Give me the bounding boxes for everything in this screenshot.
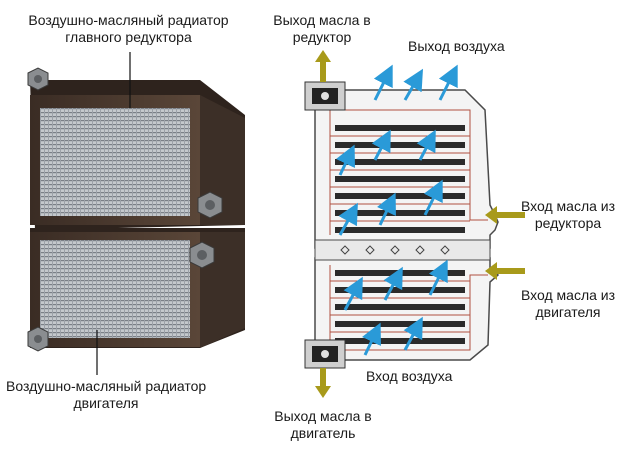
bolt-icon [189,241,215,269]
bolt-icon [197,191,223,219]
arrow-down-icon [315,368,331,398]
lower-core [40,240,190,338]
label-air-in: Вход воздуха [366,368,453,384]
upper-core [40,108,190,216]
arrow-up-icon [315,50,331,82]
bolt-icon [27,67,49,91]
label-oil-out-engine: Выход масла в двигатель [274,408,372,441]
valve-bottom-icon [304,339,346,369]
label-oil-in-engine: Вход масла из двигателя [520,287,616,320]
valve-top-icon [304,81,346,111]
arrow-left-icon [485,262,525,280]
label-oil-in-gearbox: Вход масла из редуктора [520,198,616,231]
label-engine-radiator: Воздушно-масляный радиатор двигателя [6,378,207,411]
cross-section [304,81,500,369]
bolt-icon [27,326,49,352]
air-arrows [336,64,458,356]
oil-arrows [315,50,525,398]
arrow-left-icon [485,206,525,224]
label-main-gearbox-radiator: Воздушно-масляный радиатор главного реду… [28,12,229,45]
radiator-photo [27,67,245,352]
label-air-out: Выход воздуха [408,38,505,54]
label-oil-out-gearbox: Выход масла в редуктор [273,12,371,45]
